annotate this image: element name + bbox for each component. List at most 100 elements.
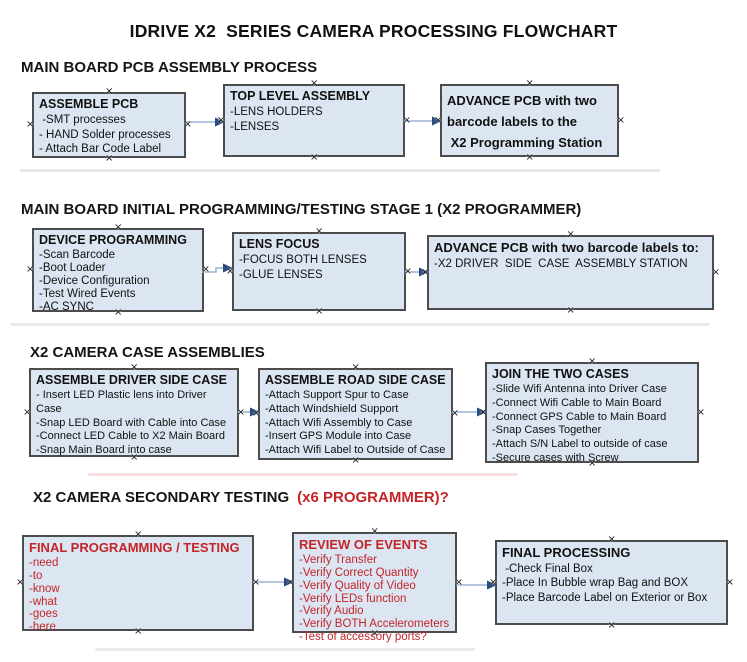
connector-handle-top: × xyxy=(114,222,123,233)
box-items: -LENS HOLDERS-LENSES xyxy=(230,105,398,134)
box-item: -need xyxy=(29,556,59,569)
connector-handle-top: × xyxy=(607,534,616,545)
flow-arrow xyxy=(452,407,487,417)
box-title: FINAL PROCESSING xyxy=(502,545,631,560)
box-item: - HAND Solder processes xyxy=(39,128,171,141)
connector-handle-left: × xyxy=(421,266,430,278)
section-heading-main-board-pcb: MAIN BOARD PCB ASSEMBLY PROCESS xyxy=(21,59,318,76)
connector-handle-top: × xyxy=(351,362,360,373)
flow-box-assemble-driver-side-case: × × × × ASSEMBLE DRIVER SIDE CASE - Inse… xyxy=(23,363,245,463)
box-item: -Verify LEDs function xyxy=(299,592,407,605)
connector-handle-right: × xyxy=(201,264,210,275)
connector-handle-top: × xyxy=(105,86,114,97)
box-item: -Verify Quality of Video xyxy=(299,579,416,592)
box-item: -Attach Wifi Label to Outside of Case xyxy=(265,444,446,457)
connector-handle-left: × xyxy=(489,576,498,588)
connector-handle-left: × xyxy=(434,114,443,126)
box-item: -Secure cases with Screw xyxy=(492,452,619,465)
box-item: -Test of accessory ports? xyxy=(299,631,427,644)
flow-box-assemble-pcb: × × × × ASSEMBLE PCB -SMT processes - HAN… xyxy=(26,87,192,164)
box-title: TOP LEVEL ASSEMBLY xyxy=(230,89,371,103)
box-item: -Connect GPS Cable to Main Board xyxy=(492,410,667,423)
connector-handle-bottom: × xyxy=(351,455,360,466)
connector-handle-left: × xyxy=(252,408,261,419)
connector-handle-left: × xyxy=(26,119,35,130)
connector-handle-left: × xyxy=(26,264,35,275)
flow-box-final-programming-testing: × × × × FINAL PROGRAMMING / TESTING -nee… xyxy=(16,530,260,637)
box-item: - Insert LED Plastic lens into Driver Ca… xyxy=(36,388,210,415)
connector-handle-right: × xyxy=(402,114,411,126)
box-item: -Insert GPS Module into Case xyxy=(265,430,412,443)
box-item: -Connect Wifi Cable to Main Board xyxy=(492,396,662,409)
connector-handle-right: × xyxy=(450,408,459,419)
flow-arrow xyxy=(405,267,429,277)
connector-handle-top: × xyxy=(588,356,597,367)
flow-arrow xyxy=(456,580,497,590)
box-item: -Connect LED Cable to X2 Main Board xyxy=(36,430,225,443)
connector-handle-left: × xyxy=(226,265,235,277)
connector-handle-left: × xyxy=(16,577,25,588)
box-item: -what xyxy=(29,595,58,608)
connector-handle-top: × xyxy=(566,229,575,240)
box-item: -Device Configuration xyxy=(39,274,150,287)
box-item: - Attach Bar Code Label xyxy=(39,143,162,156)
connector-handle-bottom: × xyxy=(130,452,139,463)
box-items: -Check Final Box-Place In Bubble wrap Ba… xyxy=(502,562,721,606)
connector-handle-right: × xyxy=(616,114,625,126)
box-item: -FOCUS BOTH LENSES xyxy=(239,253,367,266)
connector-handle-bottom: × xyxy=(134,626,143,637)
box-item: -Boot Loader xyxy=(39,261,106,274)
box-title: JOIN THE TWO CASES xyxy=(492,367,629,381)
page-title: IDRIVE X2 SERIES CAMERA PROCESSING FLOWC… xyxy=(129,21,618,41)
connector-handle-right: × xyxy=(183,119,192,130)
connector-handle-right: × xyxy=(454,576,463,588)
connector-handle-right: × xyxy=(403,265,412,277)
box-item: -LENSES xyxy=(230,120,280,133)
connector-handle-left: × xyxy=(217,114,226,126)
box-item: -Scan Barcode xyxy=(39,248,116,261)
box-item: -Snap Main Board into case xyxy=(36,444,172,457)
flow-arrow xyxy=(238,407,260,417)
box-item: -Verify Correct Quantity xyxy=(299,566,419,579)
connector-handle-bottom: × xyxy=(114,307,123,318)
box-item: -GLUE LENSES xyxy=(239,268,323,281)
box-title: FINAL PROGRAMMING / TESTING xyxy=(29,540,240,555)
flow-arrow xyxy=(253,577,294,587)
connector-handle-bottom: × xyxy=(315,306,324,317)
flow-box-assemble-road-side-case: × × × × ASSEMBLE ROAD SIDE CASE -Attach … xyxy=(252,363,459,466)
box-item: -Verify BOTH Accelerometers xyxy=(299,618,450,631)
box-item: -here xyxy=(29,621,56,634)
box-items: -Slide Wifi Antenna into Driver Case-Con… xyxy=(492,383,692,466)
connector-handle-right: × xyxy=(251,577,260,588)
flow-box-lens-focus: × × × × LENS FOCUS -FOCUS BOTH LENSES-GL… xyxy=(226,227,412,317)
box-item: -X2 DRIVER SIDE CASE ASSEMBLY STATION xyxy=(434,257,688,270)
flow-box-device-programming: × × × × DEVICE PROGRAMMING -Scan Barcode… xyxy=(26,223,210,318)
box-items: -Scan Barcode-Boot Loader-Device Configu… xyxy=(39,249,197,314)
artifact-smudge xyxy=(88,473,518,476)
box-items: -X2 DRIVER SIDE CASE ASSEMBLY STATION xyxy=(434,257,707,272)
flow-box-join-the-two-cases: × × × × JOIN THE TWO CASES -Slide Wifi A… xyxy=(479,357,705,469)
connector-handle-bottom: × xyxy=(310,152,319,163)
connector-handle-bottom: × xyxy=(370,628,379,639)
flow-box-advance-pcb-programming-station: × × × × ADVANCE PCB with two barcode lab… xyxy=(434,79,625,163)
box-title: ASSEMBLE DRIVER SIDE CASE xyxy=(36,373,228,387)
box-item: -Snap Cases Together xyxy=(492,424,602,437)
connector-handle-bottom: × xyxy=(105,153,114,164)
box-item: -Attach Wifi Assembly to Case xyxy=(265,416,413,429)
box-title: ADVANCE PCB with two barcode labels to: xyxy=(434,240,699,255)
connector-handle-top: × xyxy=(134,529,143,540)
connector-handle-right: × xyxy=(725,576,734,588)
flow-box-review-of-events: × × × × REVIEW OF EVENTS -Verify Transfe… xyxy=(286,527,463,644)
box-title: ASSEMBLE ROAD SIDE CASE xyxy=(265,373,446,387)
box-item: -SMT processes xyxy=(39,113,126,126)
connector-handle-bottom: × xyxy=(588,458,597,469)
connector-handle-left: × xyxy=(479,406,488,418)
box-title: ASSEMBLE PCB xyxy=(39,97,139,111)
box-items: -FOCUS BOTH LENSES -GLUE LENSES xyxy=(239,253,399,282)
connector-handle-top: × xyxy=(370,526,379,537)
connector-handle-top: × xyxy=(315,226,324,237)
connector-handle-bottom: × xyxy=(525,152,534,163)
box-item: -AC SYNC xyxy=(39,300,94,313)
box-item: -Snap LED Board with Cable into Case xyxy=(36,416,227,429)
